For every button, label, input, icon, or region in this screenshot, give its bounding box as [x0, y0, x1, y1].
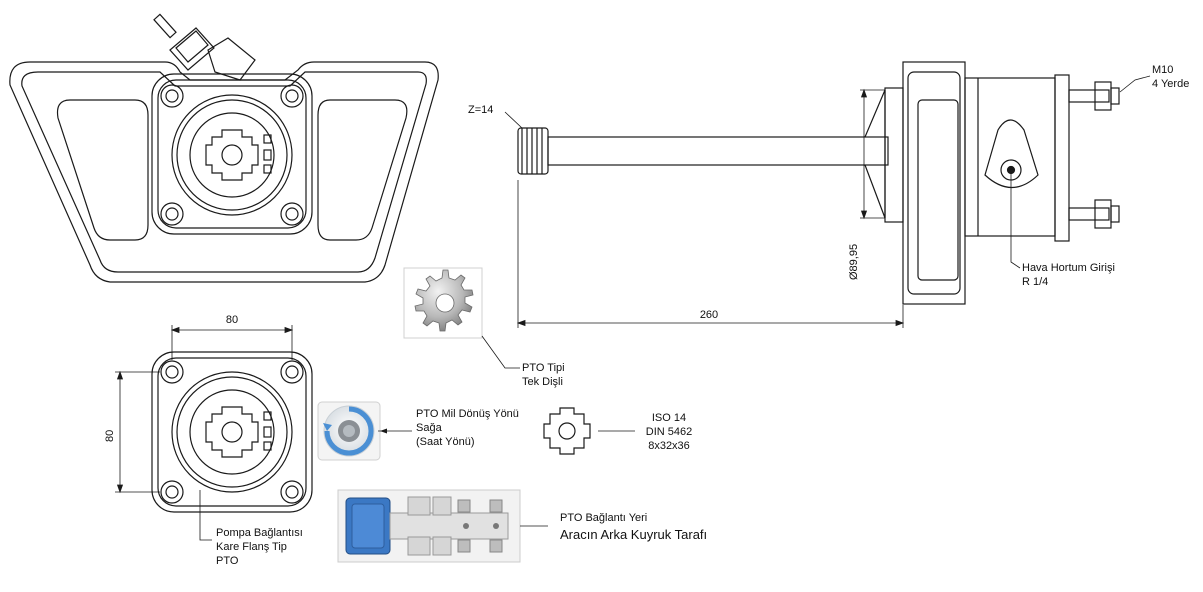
bolt-count-label: 4 Yerde [1152, 78, 1190, 90]
spline-iso-label: ISO 14 [651, 412, 687, 424]
pto-flange-view [151, 351, 313, 513]
spline-profile-icon [543, 407, 635, 455]
bolt-size-label: M10 [1152, 64, 1174, 76]
diameter-dimension: Ø89,95 [848, 243, 860, 280]
rotation-label: PTO Mil Dönüş Yönü [416, 408, 519, 420]
truck-location-icon [337, 489, 548, 563]
rotation-direction-icon [317, 401, 412, 461]
teeth-count-label: Z=14 [468, 104, 494, 116]
pto-front-view [9, 13, 439, 283]
pto-side-view [517, 61, 1120, 305]
side-dimension-lines [504, 75, 1151, 328]
rotation-clockwise: (Saat Yönü) [416, 436, 475, 448]
flange-label: Pompa Bağlantısı [216, 527, 303, 539]
spline-din-label: DIN 5462 [645, 426, 693, 438]
air-inlet-thread-label: R 1/4 [1022, 276, 1049, 288]
flange-width-dimension: 80 [225, 314, 239, 326]
pto-type-label: PTO Tipi [522, 362, 565, 374]
gear-icon [403, 267, 520, 369]
pto-location-label: PTO Bağlantı Yeri [560, 512, 648, 524]
pto-location-value: Aracın Arka Kuyruk Tarafı [560, 527, 708, 542]
rotation-direction: Sağa [416, 422, 442, 434]
flange-height-dimension: 80 [104, 429, 116, 442]
spline-size-label: 8x32x36 [648, 440, 690, 452]
shaft-length-dimension: 260 [699, 309, 719, 321]
flange-type-label: Kare Flanş Tip [216, 541, 287, 553]
air-inlet-label: Hava Hortum Girişi [1022, 262, 1115, 274]
pto-type-value: Tek Dişli [522, 376, 563, 388]
flange-dimension-lines [115, 325, 294, 541]
flange-pto-label: PTO [216, 555, 239, 567]
